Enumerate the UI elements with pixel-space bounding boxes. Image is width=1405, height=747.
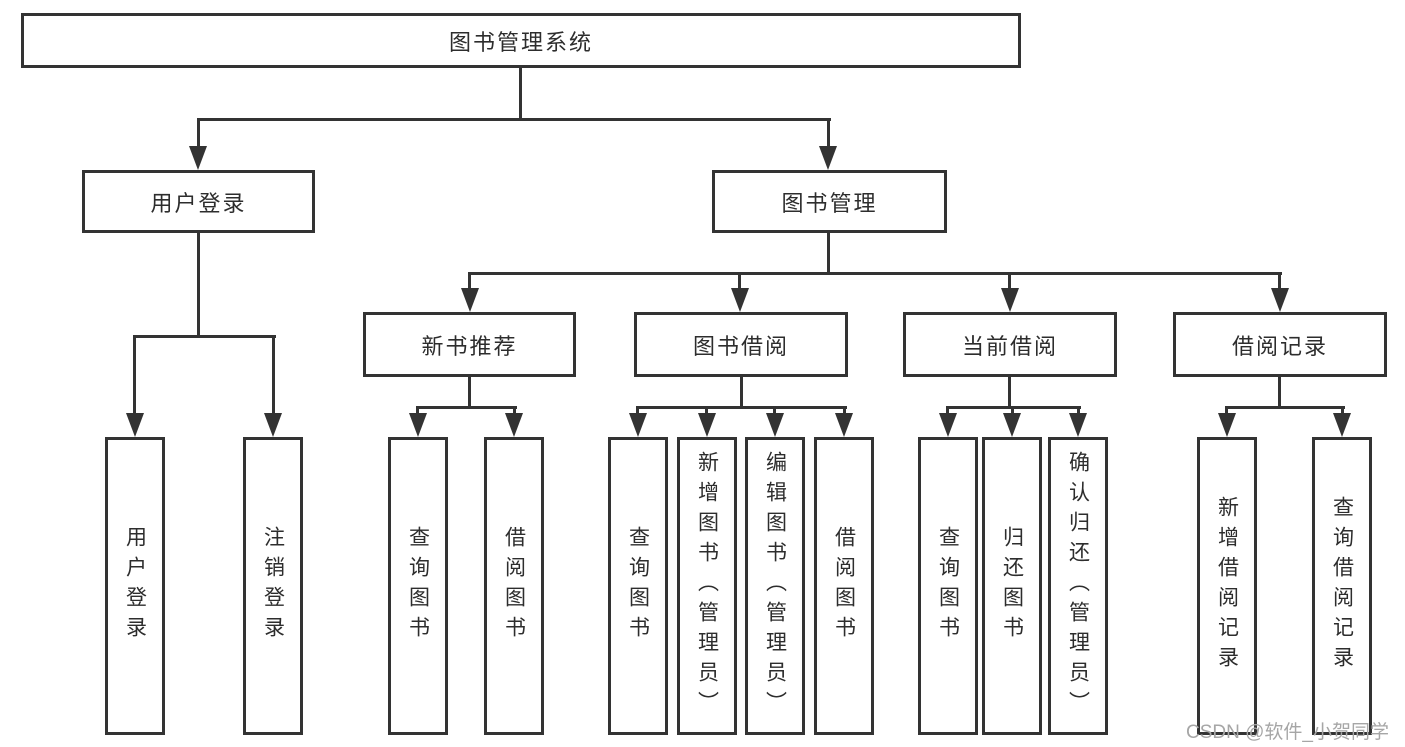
connector-level2-bar — [468, 272, 1282, 275]
connector-arrow-user-login-shaft — [197, 118, 200, 146]
leaf-label: 查询图书 — [406, 526, 430, 646]
connector-shaft — [468, 272, 471, 288]
arrow-down-icon — [939, 413, 957, 437]
leaf-label: 查询图书 — [626, 526, 650, 646]
arrow-down-icon — [731, 288, 749, 312]
arrow-down-icon — [819, 146, 837, 170]
arrow-down-icon — [1333, 413, 1351, 437]
leaf-add-books-admin: 新增图书（管理员） — [677, 437, 737, 735]
arrow-down-icon — [264, 413, 282, 437]
connector-bar — [1225, 406, 1345, 409]
node-user-login: 用户登录 — [82, 170, 315, 233]
connector-shaft — [843, 406, 846, 415]
leaf-return-books: 归还图书 — [982, 437, 1042, 735]
connector-shaft — [1011, 406, 1014, 415]
leaf-query-books-recommend: 查询图书 — [388, 437, 448, 735]
leaf-label: 查询借阅记录 — [1330, 496, 1354, 676]
leaf-label: 编辑图书（管理员） — [763, 451, 787, 721]
connector-trunk — [740, 377, 743, 406]
connector-shaft — [1278, 272, 1281, 288]
connector-shaft — [636, 406, 639, 415]
arrow-down-icon — [1001, 288, 1019, 312]
node-label: 新书推荐 — [421, 333, 518, 359]
connector-level1-bar — [197, 118, 831, 121]
leaf-label: 归还图书 — [1000, 526, 1024, 646]
node-label: 借阅记录 — [1231, 333, 1328, 359]
connector-shaft — [1008, 272, 1011, 288]
leaf-logout: 注销登录 — [243, 437, 303, 735]
leaf-label: 借阅图书 — [502, 526, 526, 646]
connector-shaft — [416, 406, 419, 415]
connector-shaft — [705, 406, 708, 415]
node-label: 图书管理 — [781, 190, 878, 216]
leaf-label: 新增图书（管理员） — [695, 451, 719, 721]
leaf-user-login: 用户登录 — [105, 437, 165, 735]
connector-shaft — [513, 406, 516, 415]
connector-bar — [416, 406, 517, 409]
leaf-label: 用户登录 — [123, 526, 147, 646]
connector-user-login-bar — [133, 335, 276, 338]
connector-shaft — [1225, 406, 1228, 415]
leaf-label: 借阅图书 — [832, 526, 856, 646]
node-book-management: 图书管理 — [712, 170, 947, 233]
connector-bar — [636, 406, 847, 409]
leaf-query-books-current: 查询图书 — [918, 437, 978, 735]
connector-shaft — [272, 335, 275, 413]
arrow-down-icon — [766, 413, 784, 437]
node-borrowing-records: 借阅记录 — [1173, 312, 1387, 377]
connector-shaft — [773, 406, 776, 415]
arrow-down-icon — [698, 413, 716, 437]
connector-trunk — [1008, 377, 1011, 406]
arrow-down-icon — [835, 413, 853, 437]
connector-shaft — [1077, 406, 1080, 415]
connector-shaft — [738, 272, 741, 288]
node-book-borrowing: 图书借阅 — [634, 312, 848, 377]
node-root-label: 图书管理系统 — [448, 29, 593, 55]
arrow-down-icon — [629, 413, 647, 437]
watermark: CSDN @软件_小贺同学 — [1186, 722, 1389, 743]
connector-trunk — [468, 377, 471, 406]
arrow-down-icon — [1069, 413, 1087, 437]
leaf-add-borrow-record: 新增借阅记录 — [1197, 437, 1257, 735]
leaf-confirm-return-admin: 确认归还（管理员） — [1048, 437, 1108, 735]
arrow-down-icon — [505, 413, 523, 437]
node-label: 当前借阅 — [961, 333, 1058, 359]
arrow-down-icon — [461, 288, 479, 312]
leaf-borrow-books: 借阅图书 — [814, 437, 874, 735]
arrow-down-icon — [409, 413, 427, 437]
connector-root-trunk — [519, 68, 522, 118]
connector-shaft — [946, 406, 949, 415]
node-label: 用户登录 — [150, 190, 247, 216]
leaf-label: 注销登录 — [261, 526, 285, 646]
arrow-down-icon — [1003, 413, 1021, 437]
leaf-query-books-borrowing: 查询图书 — [608, 437, 668, 735]
leaf-label: 查询图书 — [936, 526, 960, 646]
leaf-label: 确认归还（管理员） — [1066, 451, 1090, 721]
arrow-down-icon — [1218, 413, 1236, 437]
connector-shaft — [133, 335, 136, 413]
connector-shaft — [1341, 406, 1344, 415]
node-root: 图书管理系统 — [21, 13, 1021, 68]
node-new-book-recommend: 新书推荐 — [363, 312, 576, 377]
leaf-label: 新增借阅记录 — [1215, 496, 1239, 676]
arrow-down-icon — [126, 413, 144, 437]
arrow-down-icon — [1271, 288, 1289, 312]
connector-arrow-book-mgmt-shaft — [827, 118, 830, 146]
leaf-edit-books-admin: 编辑图书（管理员） — [745, 437, 805, 735]
node-current-borrowing: 当前借阅 — [903, 312, 1117, 377]
arrow-down-icon — [189, 146, 207, 170]
leaf-borrow-books-recommend: 借阅图书 — [484, 437, 544, 735]
connector-trunk — [1278, 377, 1281, 406]
node-label: 图书借阅 — [692, 333, 789, 359]
connector-book-mgmt-trunk — [827, 233, 830, 272]
leaf-query-borrow-record: 查询借阅记录 — [1312, 437, 1372, 735]
connector-user-login-trunk — [197, 233, 200, 335]
